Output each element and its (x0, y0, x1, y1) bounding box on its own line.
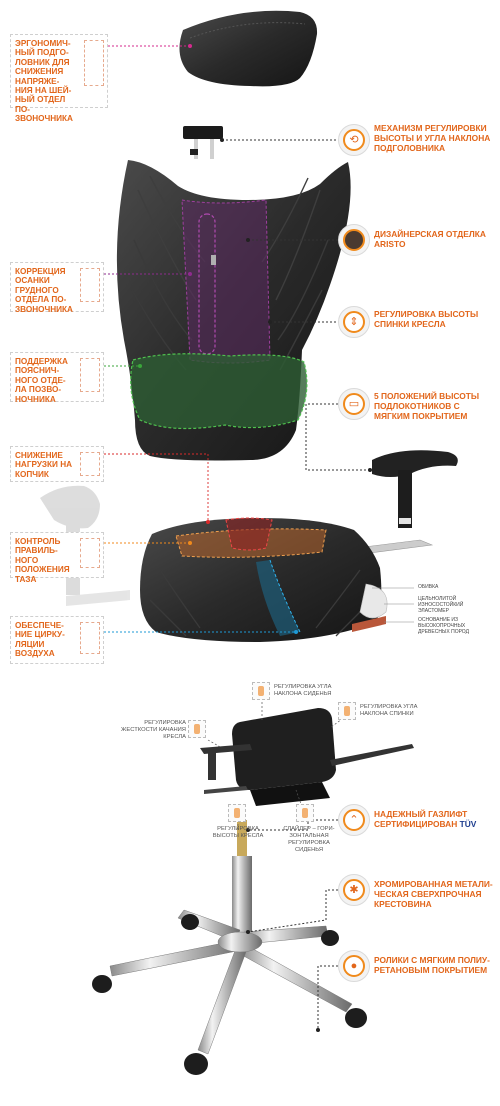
seat-layer-leaders (372, 587, 414, 623)
spine-coccyx-icon (80, 452, 100, 476)
spine-neck-icon (84, 40, 104, 86)
label-pelvis: КОНТРОЛЬ ПРАВИЛЬ-НОГО ПОЛОЖЕНИЯ ТАЗА (10, 532, 104, 584)
label-swing-stiffness: РЕГУЛИРОВКА ЖЕСТКОСТИ КАЧАНИЯ КРЕСЛА (121, 720, 186, 740)
label-gaslift-text: НАДЕЖНЫЙ ГАЗЛИФТ СЕРТИФИЦИРОВАН (374, 809, 468, 829)
tuv-mark: TÜV (459, 818, 477, 829)
label-coccyx-text: СНИЖЕНИЕ НАГРУЗКИ НА КОПЧИК (15, 451, 73, 479)
headrest-mechanism (183, 126, 223, 159)
label-pelvis-text: КОНТРОЛЬ ПРАВИЛЬ-НОГО ПОЛОЖЕНИЯ ТАЗА (15, 537, 70, 584)
label-lumbar-text: ПОДДЕРЖКА ПОЯСНИЧ-НОГО ОТДЕ-ЛА ПОЗВО-НОЧ… (15, 357, 68, 404)
back-tilt-icon (338, 702, 356, 720)
casters (92, 914, 367, 1075)
label-back-tilt: РЕГУЛИРОВКА УГЛА НАКЛОНА СПИНКИ (360, 704, 418, 717)
label-lumbar: ПОДДЕРЖКА ПОЯСНИЧ-НОГО ОТДЕ-ЛА ПОЗВО-НОЧ… (10, 352, 104, 404)
slider-icon (296, 804, 314, 822)
label-casters: РОЛИКИ С МЯГКИМ ПОЛИУ-РЕТАНОВЫМ ПОКРЫТИЕ… (374, 955, 490, 975)
armrest (355, 450, 458, 554)
headrest-adjust-icon: ⟲ (338, 124, 370, 156)
fabric-swatch-icon (338, 224, 370, 256)
backrest (116, 160, 351, 461)
label-layer-foam: ЦЕЛЬНОЛИТОЙ ИЗНОСОСТОЙКИЙ ЭЛАСТОМЕР (418, 596, 464, 614)
headrest (179, 10, 318, 87)
armrest-icon: ▭ (338, 388, 370, 420)
label-gaslift: НАДЕЖНЫЙ ГАЗЛИФТ СЕРТИФИЦИРОВАН TÜV (374, 809, 496, 830)
spine-lumbar-icon (80, 358, 100, 392)
air-flow-icon (80, 622, 100, 654)
seat-height-icon (228, 804, 246, 822)
label-layer-cover: ОБИВКА (418, 584, 439, 590)
label-slider: СЛАЙДЕР – ГОРИ-ЗОНТАЛЬНАЯ РЕГУЛИРОВКА СИ… (283, 826, 335, 853)
label-layer-base: ОСНОВАНИЕ ИЗ ВЫСОКОПРОЧНЫХ ДРЕВЕСНЫХ ПОР… (418, 617, 469, 635)
caster-icon: ● (338, 950, 370, 982)
seat-tilt-icon (252, 682, 270, 700)
seat (140, 517, 388, 642)
label-headrest-mech: МЕХАНИЗМ РЕГУЛИРОВКИ ВЫСОТЫ И УГЛА НАКЛО… (374, 123, 491, 153)
leader-lines-left (104, 45, 296, 633)
spine-thoracic-icon (80, 268, 100, 302)
label-back-height: РЕГУЛИРОВКА ВЫСОТЫ СПИНКИ КРЕСЛА (374, 309, 479, 329)
leader-lines-right (222, 139, 370, 1030)
label-aristo: ДИЗАЙНЕРСКАЯ ОТДЕЛКА ARISTO (374, 229, 486, 249)
gaslift-icon: ⌃ (338, 804, 370, 836)
label-thoracic-text: КОРРЕКЦИЯ ОСАНКИ ГРУДНОГО ОТДЕЛА ПО-ЗВОН… (15, 267, 73, 314)
label-air-text: ОБЕСПЕЧЕ-НИЕ ЦИРКУ-ЛЯЦИИ ВОЗДУХА (15, 621, 65, 659)
star-base (109, 909, 353, 1055)
label-armrests: 5 ПОЛОЖЕНИЙ ВЫСОТЫ ПОДЛОКОТНИКОВ С МЯГКИ… (374, 391, 480, 421)
label-crosspiece: ХРОМИРОВАННАЯ МЕТАЛИ-ЧЕСКАЯ СВЕРХПРОЧНАЯ… (374, 879, 493, 909)
label-thoracic: КОРРЕКЦИЯ ОСАНКИ ГРУДНОГО ОТДЕЛА ПО-ЗВОН… (10, 262, 104, 314)
back-height-icon: ⇕ (338, 306, 370, 338)
swing-stiffness-icon (188, 720, 206, 738)
leader-dots-left (138, 44, 298, 634)
crosspiece-icon: ✱ (338, 874, 370, 906)
seat-mechanism (200, 708, 414, 806)
leader-dots-right (220, 138, 372, 1032)
gas-lift (232, 820, 252, 946)
label-seat-tilt: РЕГУЛИРОВКА УГЛА НАКЛОНА СИДЕНЬЯ (274, 684, 332, 697)
label-air: ОБЕСПЕЧЕ-НИЕ ЦИРКУ-ЛЯЦИИ ВОЗДУХА (10, 616, 104, 664)
pelvis-icon (80, 538, 100, 568)
label-coccyx: СНИЖЕНИЕ НАГРУЗКИ НА КОПЧИК (10, 446, 104, 482)
label-seat-height: РЕГУЛИРОВКА ВЫСОТЫ КРЕСЛА (212, 826, 264, 839)
label-headrest-text: ЭРГОНОМИЧ-НЫЙ ПОДГО-ЛОВНИК ДЛЯ СНИЖЕНИЯ … (15, 39, 73, 124)
label-headrest: ЭРГОНОМИЧ-НЫЙ ПОДГО-ЛОВНИК ДЛЯ СНИЖЕНИЯ … (10, 34, 108, 123)
